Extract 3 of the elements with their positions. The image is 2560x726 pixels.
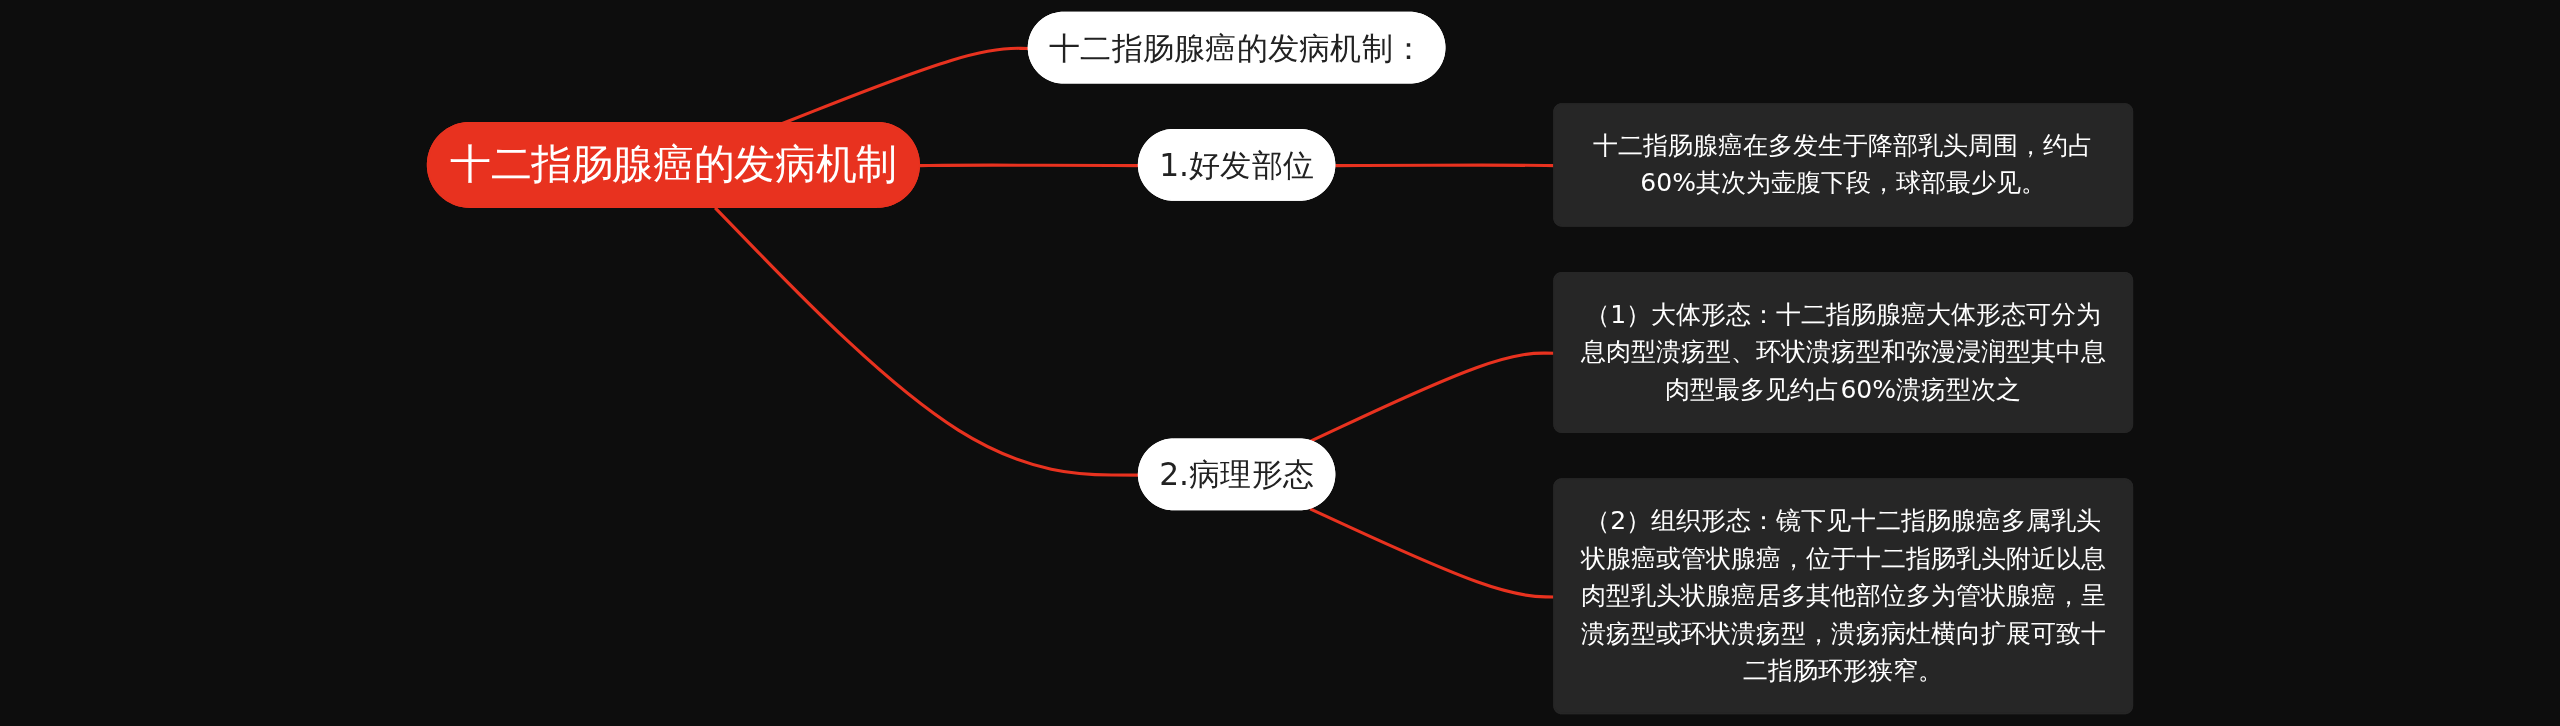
connector (1335, 163, 1555, 168)
connector (1309, 507, 1555, 599)
connector (1309, 351, 1555, 443)
